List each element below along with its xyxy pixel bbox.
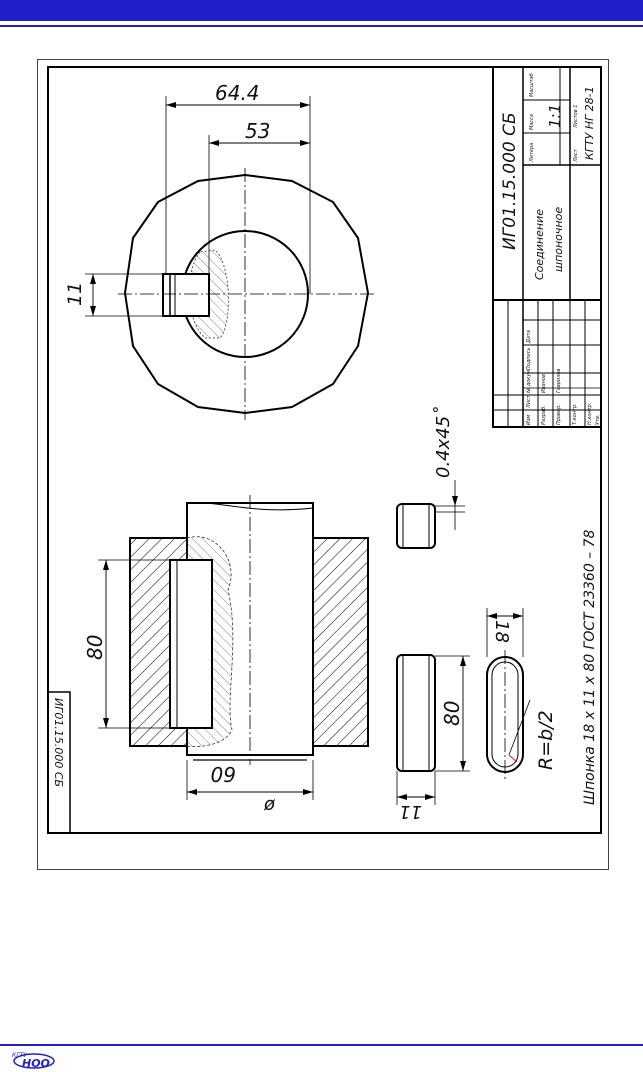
side-stamp — [47, 691, 71, 834]
sheets-label: Листов 1 — [573, 105, 579, 129]
section-view: 64.4 53 11 — [64, 81, 375, 420]
doc-code: ИГ01.15.000 СБ — [500, 112, 520, 250]
inner-frame — [47, 66, 602, 834]
row-ncontr: Н.контр. — [587, 403, 593, 425]
row-date: Дата — [526, 330, 532, 344]
bottom-rule — [0, 1044, 643, 1046]
dim-radius: R=b/2 — [535, 710, 557, 770]
checker-name: Гаврилов — [556, 369, 562, 393]
row-tcontr: Т.контр. — [572, 403, 578, 425]
developer-name: Иванов — [541, 374, 547, 393]
sheet-label: Лист — [573, 148, 579, 163]
row-izm: Изм — [526, 415, 532, 425]
title-block: ИГ01.15.000 СБ Соединение шпоночное 1:1 … — [492, 66, 602, 428]
drawing-sheet — [37, 59, 609, 870]
dim-key-height: 11 — [399, 801, 422, 822]
top-bar — [0, 0, 643, 21]
kgtu-logo: КГТУ НОО — [12, 1052, 55, 1070]
col-literal: Литера — [529, 143, 535, 163]
dim-inner: 53 — [245, 119, 270, 143]
dim-outer: 64.4 — [215, 81, 260, 105]
dim-key-b: 18 — [491, 620, 512, 643]
drawing-name-1: Соединение — [533, 209, 546, 280]
row-list: Лист — [526, 394, 532, 409]
side-stamp-text: ИГ01.15.000 СБ — [52, 698, 65, 787]
longitudinal-view: 80 60 ø — [83, 495, 369, 816]
dim-shaft: 60 — [211, 762, 236, 786]
svg-text:НОО: НОО — [22, 1057, 50, 1070]
dim-key-length: 80 — [440, 701, 464, 726]
row-sign: Подпись — [526, 347, 532, 370]
drawing-name-2: шпоночное — [552, 207, 565, 272]
svg-text:КГТУ: КГТУ — [12, 1052, 27, 1059]
top-rule — [0, 25, 643, 27]
key-details: 0.4x45˚ 80 11 18 R=b/2 — [396, 407, 557, 822]
key-caption: Шпонка 18 x 11 x 80 ГОСТ 23360 – 78 — [582, 529, 598, 805]
organization: КГТУ НГ 28-1 — [583, 86, 596, 160]
dim-chamfer: 0.4x45˚ — [433, 407, 454, 478]
row-doc: № докум. — [526, 368, 532, 394]
row-dev: Разраб. — [541, 405, 547, 425]
col-scale: Масштаб — [529, 73, 535, 97]
row-utv: Утв. — [595, 415, 601, 426]
dim-phi: ø — [263, 795, 276, 816]
row-chk: Провер. — [556, 404, 562, 425]
col-mass: Масса — [529, 114, 535, 130]
dim-key-width: 11 — [64, 282, 86, 306]
dim-length: 80 — [83, 635, 107, 660]
scale-value: 1:1 — [546, 104, 564, 128]
